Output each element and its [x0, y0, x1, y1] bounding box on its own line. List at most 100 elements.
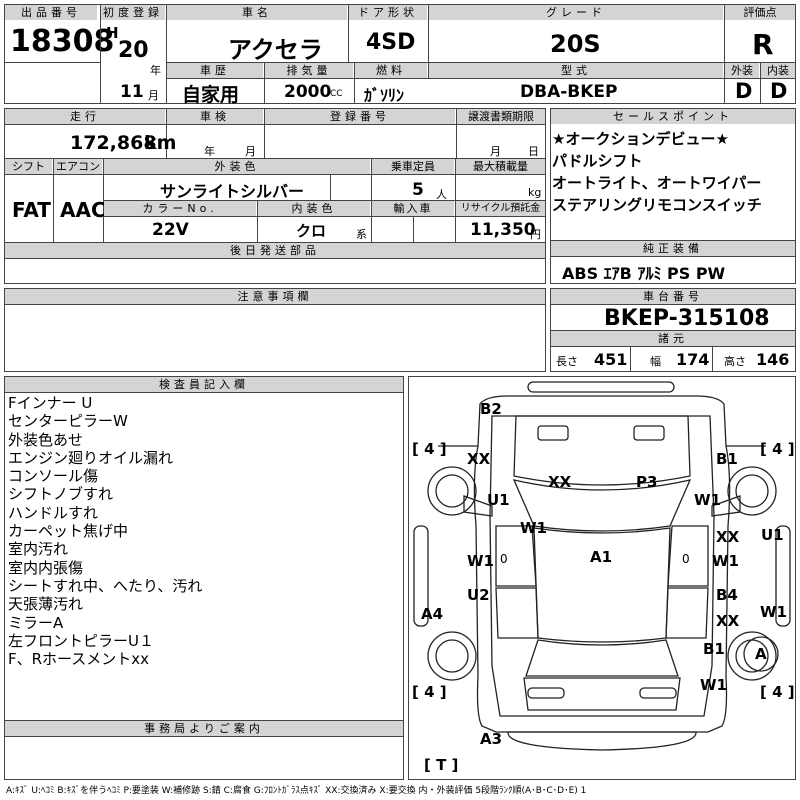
damage-mark: W1: [520, 519, 547, 537]
damage-mark: A3: [480, 730, 503, 748]
reg-label: 初度登録: [101, 5, 165, 20]
caution-label: 注意事項欄: [5, 289, 545, 304]
plate-label: 登録番号: [265, 109, 455, 124]
ext-score: D: [735, 79, 753, 103]
score: R: [752, 28, 774, 61]
header-panel: [4, 4, 796, 104]
length: 451: [594, 350, 628, 369]
recycle-fee: 11,350: [470, 220, 536, 240]
lot-no: 18308: [10, 24, 115, 59]
note-line: シフトノブすれ: [8, 485, 114, 504]
displacement-unit: CC: [330, 89, 343, 99]
inspector-notes: Fインナー U センターピラーW 外装色あせ エンジン廻りオイル漏れ コンソール…: [8, 394, 398, 668]
color-label: 外装色: [104, 159, 370, 174]
note-line: ミラーA: [8, 613, 64, 632]
tire-bracket-rl: [ 4 ]: [412, 683, 447, 701]
note-line: シートすれ中、へたり、汚れ: [8, 576, 203, 595]
load-label: 最大積載量: [456, 159, 545, 174]
equipment-list: ABS ｴｱB ｱﾙﾐ PS PW: [562, 264, 726, 283]
inspection-label: 車検: [167, 109, 263, 124]
note-line: F、Rホースメントxx: [8, 650, 150, 669]
height-label: 高さ: [724, 355, 746, 368]
damage-mark: XX: [548, 473, 572, 491]
tire-bracket-fl: [ 4 ]: [412, 440, 447, 458]
seats-label: 乗車定員: [372, 159, 454, 174]
import-label: 輸入車: [372, 201, 454, 216]
mileage: 172,868: [70, 132, 157, 154]
sales-line: パドルシフト: [552, 152, 643, 170]
note-line: ハンドルすれ: [8, 503, 99, 522]
damage-mark: U1: [761, 526, 784, 544]
int-score-label: 内装: [761, 63, 795, 78]
note-line: 天張薄汚れ: [8, 595, 84, 614]
equipment-label: 純正装備: [551, 241, 795, 256]
damage-mark: XX: [467, 450, 491, 468]
legend: A:ｷｽﾞ U:ﾍｺﾐ B:ｷｽﾞを伴うﾍｺﾐ P:要塗装 W:補修跡 S:錆 …: [6, 786, 587, 796]
load-unit: kg: [528, 186, 542, 199]
details-panel: [4, 108, 546, 284]
seats: 5: [412, 180, 424, 200]
length-label: 長さ: [556, 355, 578, 368]
sales-line: オートライト、オートワイパー: [552, 174, 762, 192]
tire-fl: 4: [424, 440, 435, 458]
reg-month-unit: 月: [148, 89, 159, 102]
tire-bracket-rr: [ 4 ]: [760, 683, 795, 701]
damage-mark: B2: [480, 400, 502, 418]
parts-label: 後日発送部品: [5, 243, 545, 258]
width: 174: [676, 350, 710, 369]
dims-label: 諸元: [551, 331, 795, 346]
transfer-day-unit: 日: [528, 145, 539, 158]
damage-mark: U2: [467, 586, 490, 604]
damage-mark: B1: [716, 450, 738, 468]
damage-mark: 0: [682, 552, 690, 566]
note-line: センターピラーW: [8, 412, 128, 431]
inspection-year-unit: 年: [204, 145, 215, 158]
door-type: 4SD: [366, 30, 416, 55]
seats-unit: 人: [436, 188, 447, 201]
damage-mark: 0: [500, 552, 508, 566]
tire-rl: 4: [424, 683, 435, 701]
note-line: エンジン廻りオイル漏れ: [8, 448, 174, 467]
reg-year: 20: [118, 38, 149, 63]
height: 146: [756, 350, 790, 369]
lot-no-label: 出品番号: [5, 5, 97, 20]
tire-bracket-fr: [ 4 ]: [760, 440, 795, 458]
score-label: 評価点: [725, 5, 795, 20]
damage-mark: B4: [716, 586, 738, 604]
damage-mark: A: [755, 645, 767, 663]
note-line: Fインナー U: [8, 394, 93, 412]
damage-mark: P3: [636, 473, 658, 491]
mileage-label: 走行: [5, 109, 165, 124]
caution-panel: [4, 288, 546, 372]
note-line: カーペット焦げ中: [8, 522, 129, 541]
era: H: [106, 24, 119, 42]
damage-mark: XX: [716, 612, 740, 630]
shift: FAT: [12, 198, 51, 222]
ext-score-label: 外装: [725, 63, 759, 78]
tire-rr: 4: [772, 683, 783, 701]
damage-mark: A1: [590, 548, 613, 566]
inspector-label: 検査員記入欄: [5, 377, 403, 392]
note-line: コンソール傷: [8, 467, 99, 486]
width-label: 幅: [650, 355, 661, 368]
damage-mark: U1: [487, 491, 510, 509]
fuel-label: 燃料: [355, 63, 427, 78]
recycle-unit: 円: [530, 228, 541, 241]
reg-year-unit: 年: [150, 64, 161, 77]
interior-unit: 系: [356, 228, 367, 241]
note-line: 室内汚れ: [8, 540, 69, 559]
displacement: 2000: [284, 82, 332, 102]
spare-tire-mark: T: [436, 756, 447, 774]
grade: 20S: [550, 30, 601, 58]
sales-line: ステアリングリモコンスイッチ: [552, 196, 762, 214]
color-number: 22V: [152, 220, 189, 240]
displacement-label: 排気量: [265, 63, 353, 78]
shift-label: シフト: [5, 159, 52, 174]
door-label: ドア形状: [349, 5, 427, 20]
note-line: 外装色あせ: [8, 430, 84, 449]
chassis-label: 車台番号: [551, 289, 795, 304]
spare-tire: [ T ]: [424, 756, 459, 774]
damage-mark: B1: [703, 640, 725, 658]
interior-color: クロ: [296, 222, 327, 240]
air-conditioner: AAC: [60, 198, 106, 222]
